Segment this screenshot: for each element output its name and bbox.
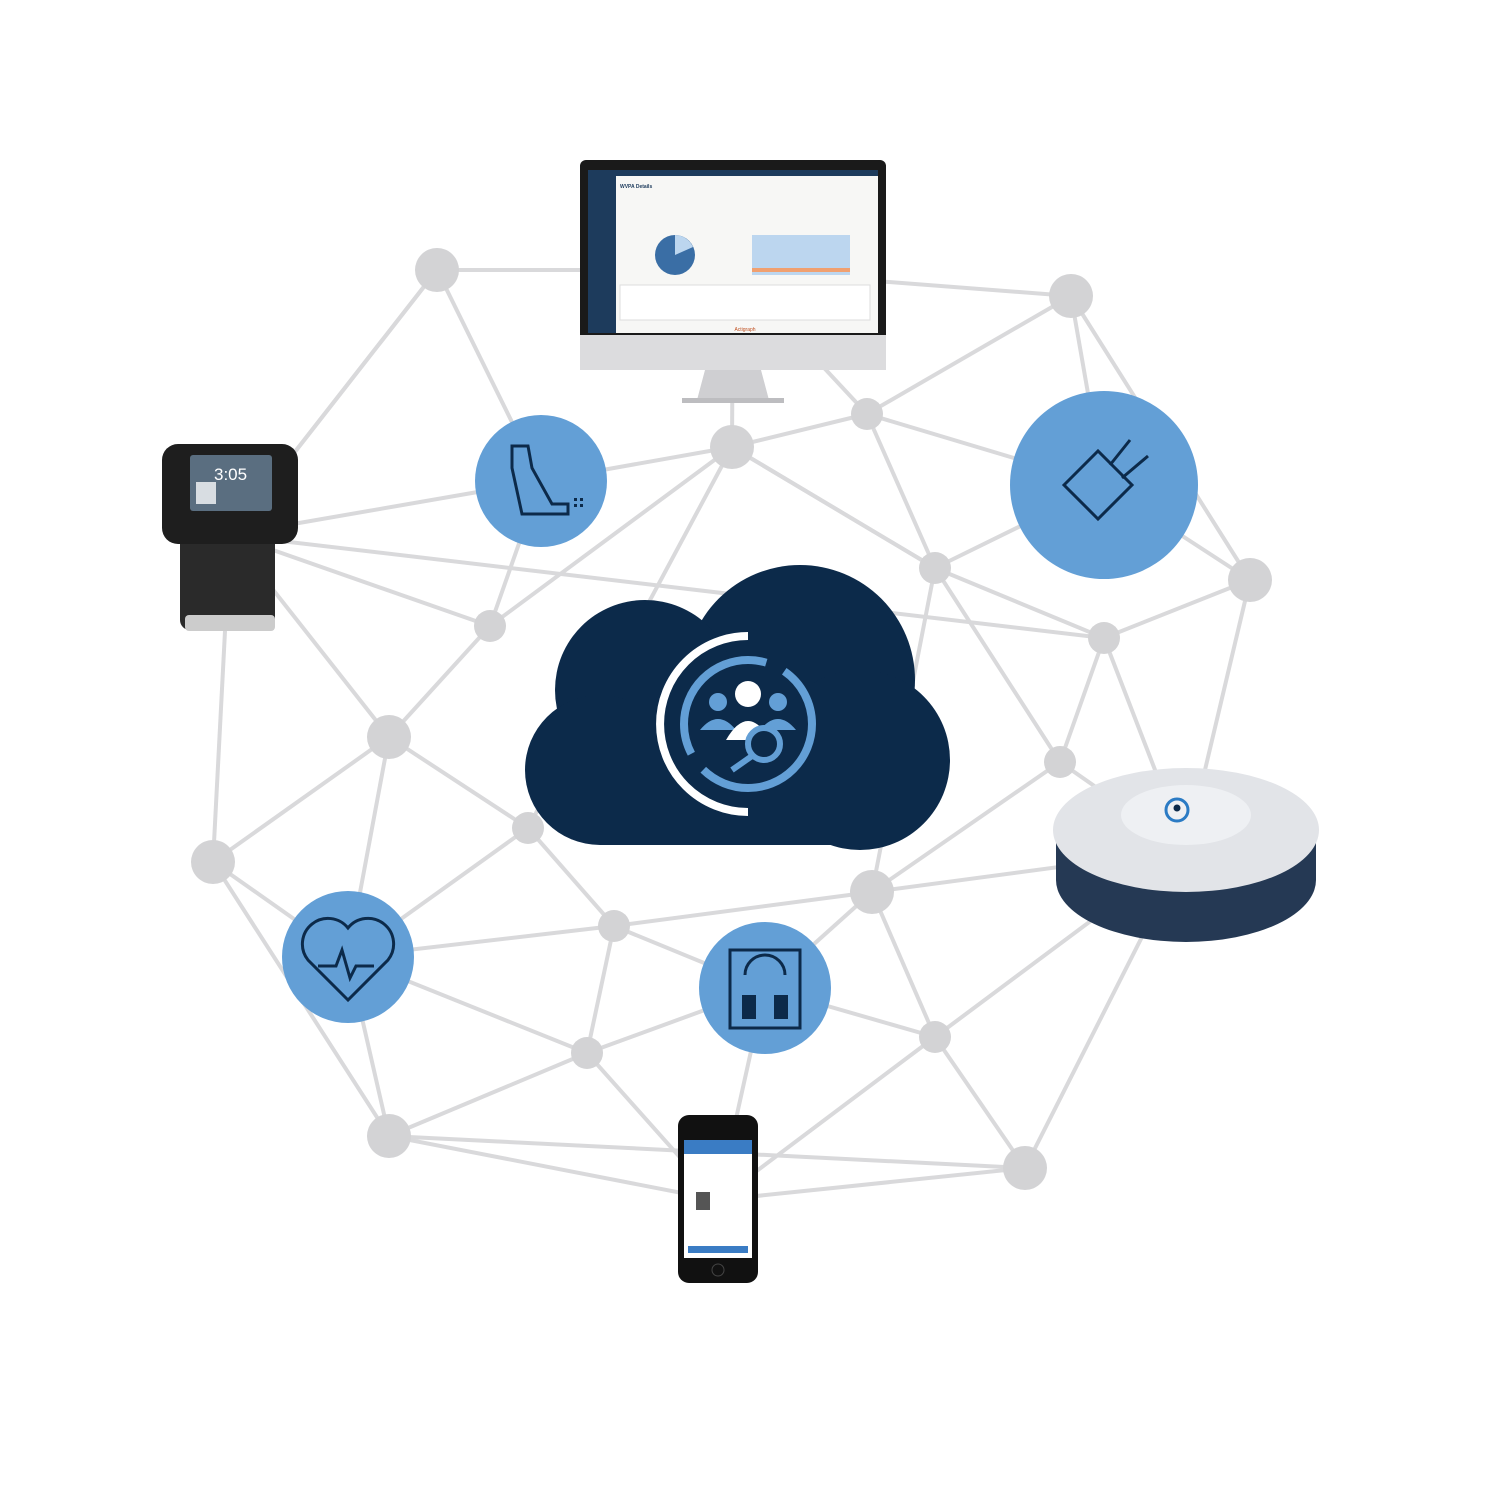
network-link (387, 624, 492, 739)
network-link (388, 1134, 719, 1202)
watch-time: 3:05 (214, 465, 247, 484)
inhaler-icon (475, 415, 607, 547)
network-link (717, 1166, 1026, 1202)
network-nodes (191, 248, 1272, 1190)
monitor-title: WVPA Details (620, 184, 652, 190)
network-link (870, 760, 1062, 894)
cloud-analytics-icon (656, 632, 816, 816)
network-link (865, 294, 1073, 416)
network-link (731, 412, 868, 449)
network-link (526, 826, 616, 928)
network-node (710, 425, 754, 469)
network-node (474, 610, 506, 642)
network-link (388, 1051, 588, 1138)
network-link (870, 891, 937, 1038)
network-node (1003, 1146, 1047, 1190)
network-node (1049, 274, 1093, 318)
network-node (367, 715, 411, 759)
network-link (1103, 578, 1251, 640)
network-node (598, 910, 630, 942)
network-link (211, 735, 391, 864)
desktop-monitor: WVPA Details Actigraph (580, 160, 886, 403)
network-link (865, 413, 937, 569)
network-node (851, 398, 883, 430)
network-link (933, 1035, 1027, 1170)
network-node (919, 1021, 951, 1053)
smartphone (678, 1115, 758, 1283)
network-node (191, 840, 235, 884)
network-link (387, 735, 530, 830)
network-link (1058, 637, 1106, 763)
smartwatch: 3:05 (162, 444, 298, 631)
network-node (919, 552, 951, 584)
monitor-brand: Actigraph (734, 327, 755, 333)
network-node (1088, 622, 1120, 654)
network-node (850, 870, 894, 914)
plug-icon (1010, 391, 1198, 579)
network-node (571, 1037, 603, 1069)
home-hub-device (1053, 768, 1319, 942)
network-node (1044, 746, 1076, 778)
network-link (229, 533, 1105, 640)
network-link (730, 445, 937, 570)
network-node (512, 812, 544, 844)
network-link (933, 566, 1062, 764)
cloud-icon (525, 565, 950, 850)
network-node (367, 1114, 411, 1158)
network-link (585, 925, 616, 1054)
heart-rate-icon (282, 891, 414, 1023)
network-node (1228, 558, 1272, 602)
network-link (488, 445, 734, 628)
network-link (934, 566, 1105, 640)
network-link (613, 890, 873, 928)
network-node (415, 248, 459, 292)
scale-icon (699, 922, 831, 1054)
